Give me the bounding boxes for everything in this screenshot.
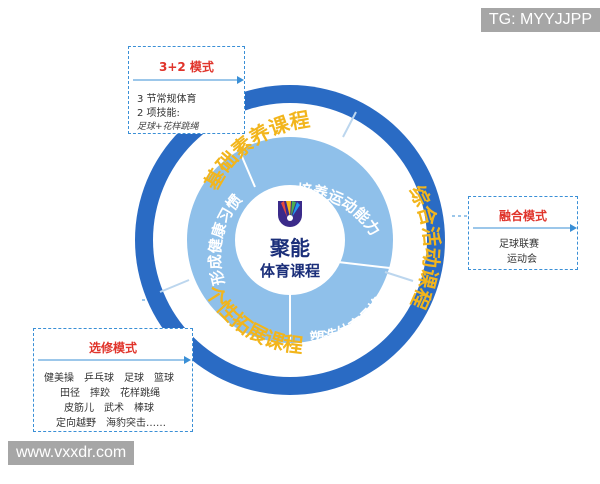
box-3plus2-note: 足球+花样跳绳 — [137, 122, 199, 132]
box-fusion-mode: 融合模式 足球联赛 运动会 — [468, 196, 578, 270]
arrow-right-icon — [473, 224, 577, 232]
box-elective-line-2: 田径 摔跤 花样跳绳 — [60, 388, 160, 399]
box-3plus2-line-1: 3 节常规体育 — [137, 94, 197, 105]
watermark-top-right: TG: MYYJJPP — [480, 8, 600, 32]
box-elective-line-4: 定向越野 海豹突击…… — [56, 418, 166, 429]
center-circle — [235, 185, 345, 295]
box-elective-title: 选修模式 — [89, 341, 138, 355]
colorful-fan-logo-icon — [278, 201, 302, 227]
box-elective-line-1: 健美操 乒乓球 足球 篮球 — [44, 373, 174, 384]
box-fusion-title: 融合模式 — [499, 209, 548, 223]
box-fusion-line-1: 足球联赛 — [499, 239, 539, 250]
inner-dividers — [239, 151, 391, 342]
watermark-bottom-left: www.vxxdr.com — [8, 441, 135, 465]
box-elective-line-3: 皮筋儿 武术 棒球 — [64, 403, 154, 414]
box-3plus2-mode: 3+2 模式 3 节常规体育 2 项技能: 足球+花样跳绳 — [128, 46, 245, 134]
box-3plus2-line-2: 2 项技能: — [137, 108, 180, 119]
box-3plus2-title: 3+2 模式 — [159, 60, 214, 74]
center-title: 聚能 — [269, 236, 310, 260]
arrow-right-icon — [38, 356, 191, 364]
box-fusion-line-2: 运动会 — [507, 254, 537, 265]
arrow-right-icon — [133, 76, 244, 84]
center-subtitle: 体育课程 — [260, 262, 320, 280]
outer-dividers — [159, 111, 414, 293]
box-elective-mode: 选修模式 健美操 乒乓球 足球 篮球 田径 摔跤 花样跳绳 皮筋儿 武术 棒球 … — [33, 328, 193, 432]
